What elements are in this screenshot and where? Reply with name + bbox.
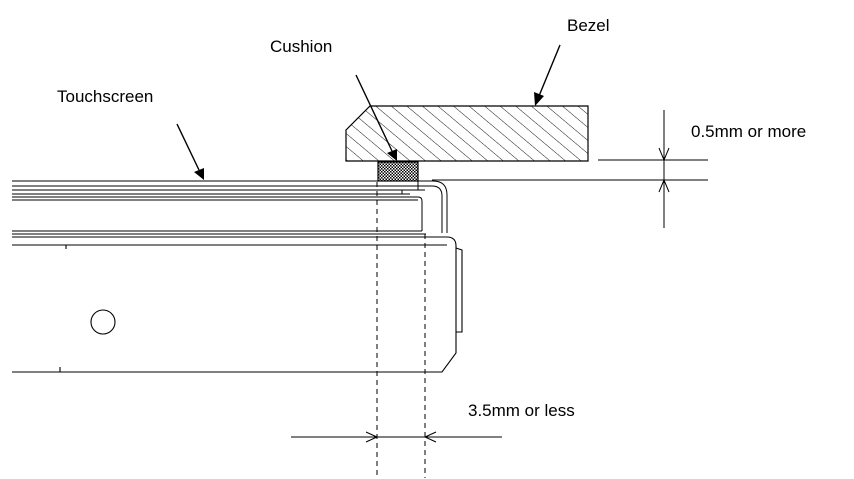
cushion-leader [355,74,393,152]
cushion-leader-arrowhead [387,149,397,161]
cushion-label: Cushion [270,37,332,56]
bezel-shape [345,105,589,162]
bezel-leader-arrowhead [534,92,544,106]
touchscreen-leader-arrowhead [194,168,204,180]
leader-arrows [176,44,561,171]
leader-arrowheads [194,92,544,180]
touchscreen-panel [12,180,425,198]
bezel-leader [538,44,561,97]
display-module-body [12,236,463,373]
overlap-dimension-label: 3.5mm or less [468,401,575,420]
bezel-label: Bezel [567,16,610,35]
touchscreen-frame-edge [12,180,448,235]
touchscreen-label: Touchscreen [57,87,153,106]
mounting-hole [90,309,116,335]
touchscreen-leader [176,123,200,171]
overlap-dimension-markers [291,431,502,443]
gap-dimension-markers [432,110,708,228]
cushion-block [377,161,419,182]
gap-dimension-label: 0.5mm or more [691,122,806,141]
